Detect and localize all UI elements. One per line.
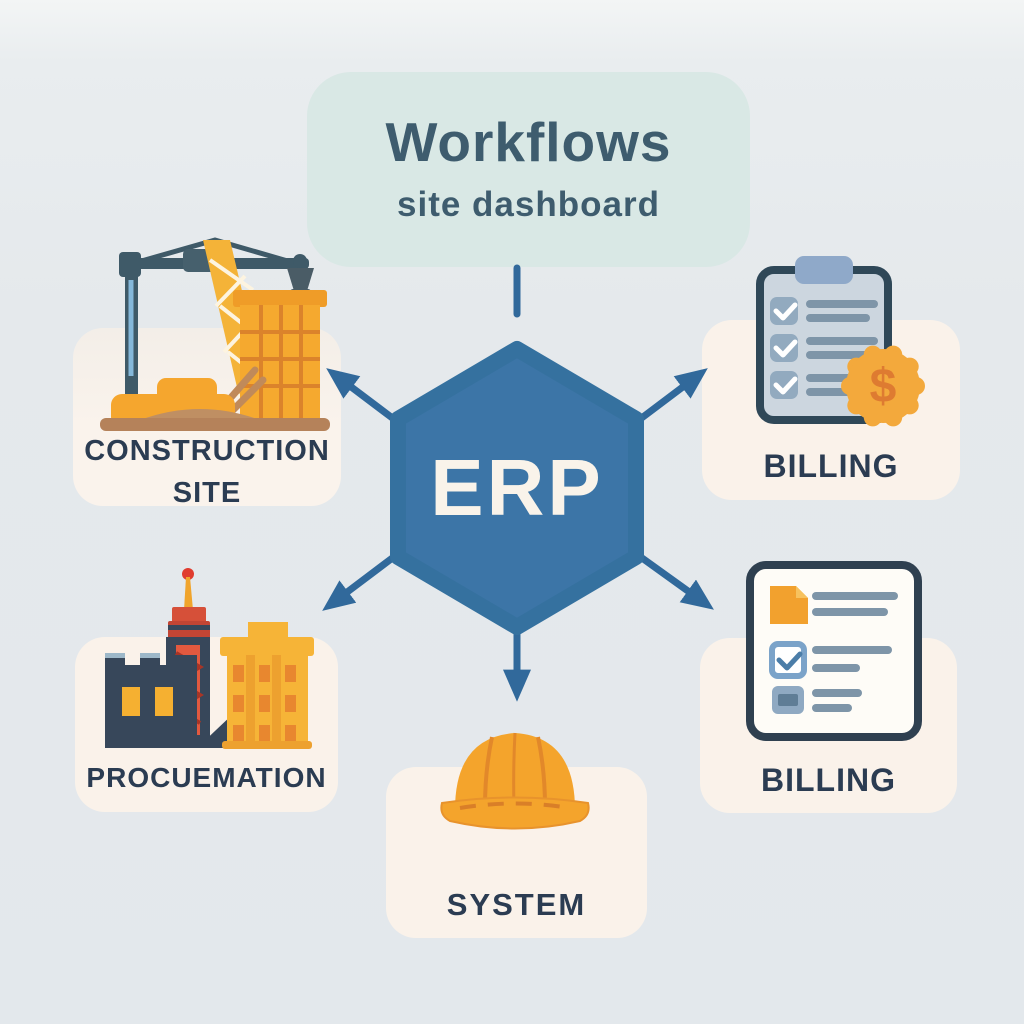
system-label: SYSTEM (446, 887, 587, 922)
procurement-label: PROCUEMATION (86, 762, 327, 793)
clipboard-checklist-icon (756, 256, 925, 427)
workflows-title: Workflows (385, 110, 672, 173)
construction-site-label: CONSTRUCTION SITE (84, 435, 330, 509)
hard-hat-icon (440, 732, 590, 830)
crane-construction-icon (100, 237, 330, 431)
dollar-symbol: $ (869, 359, 897, 413)
billing-bottom-label: BILLING (761, 762, 896, 798)
erp-label: ERP (430, 443, 604, 532)
arrow-to-procurement (322, 549, 403, 611)
buildings-procurement-icon (105, 568, 314, 749)
billing-top-label: BILLING (763, 448, 899, 484)
arrow-to-billing-bottom (631, 549, 714, 610)
workflows-subtitle: site dashboard (397, 185, 660, 225)
dollar-badge-icon (841, 345, 925, 427)
arrow-to-construction-site (326, 368, 403, 427)
arrow-to-billing-top (631, 368, 708, 427)
document-checklist-icon (746, 561, 922, 741)
workflows-title-box: Workflows site dashboard (307, 72, 750, 267)
